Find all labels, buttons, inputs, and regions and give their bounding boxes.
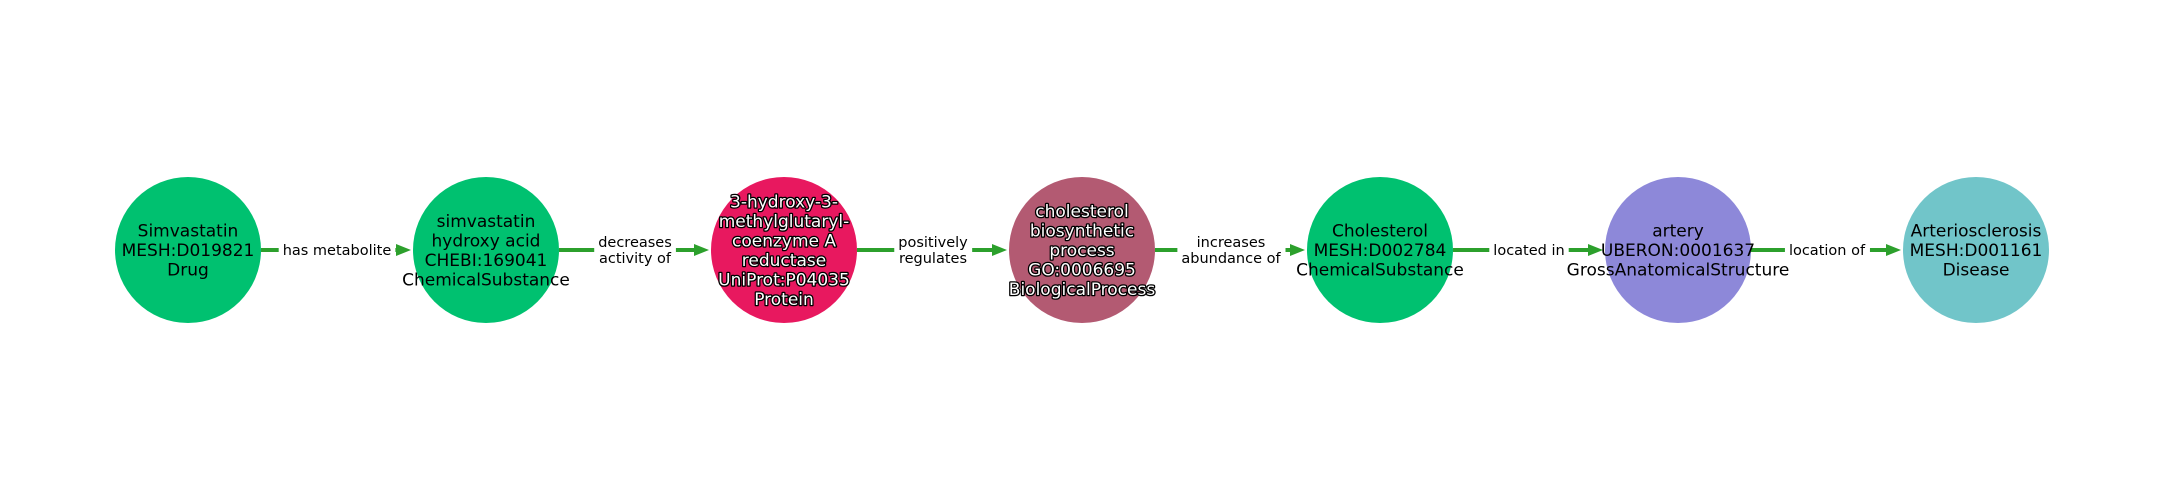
node-label-line: Simvastatin bbox=[138, 222, 239, 242]
arrowhead bbox=[396, 244, 411, 256]
arrowhead bbox=[694, 244, 709, 256]
node-label-line: methylglutaryl- bbox=[719, 212, 850, 232]
node-circle bbox=[711, 177, 857, 323]
edge-label-line: increases bbox=[1197, 235, 1266, 251]
node-label-line: MESH:D002784 bbox=[1314, 241, 1447, 261]
edge-label-5: located in bbox=[1489, 241, 1569, 259]
node-label-line: Disease bbox=[1943, 261, 2010, 281]
edge-label-line: regulates bbox=[899, 251, 967, 267]
edge-label-background bbox=[1784, 241, 1870, 259]
node-label-line: UniProt:P04035 bbox=[718, 270, 850, 290]
edge-label-text: located in bbox=[1493, 243, 1564, 259]
edge-label-line: abundance of bbox=[1181, 251, 1281, 267]
edge-label-background bbox=[1489, 241, 1569, 259]
edge-label-text: location of bbox=[1789, 243, 1866, 259]
node-label-line: MESH:D001161 bbox=[1910, 241, 2043, 261]
node-circle bbox=[1903, 177, 2049, 323]
arrowhead bbox=[1290, 244, 1305, 256]
node-label-line: Drug bbox=[167, 261, 209, 281]
edge-label-line: decreases bbox=[598, 235, 672, 251]
edge-label-1: has metabolite bbox=[278, 241, 396, 259]
node-label-line: 3-hydroxy-3- bbox=[730, 192, 838, 212]
edge-label-line: located in bbox=[1493, 243, 1564, 259]
edge-label-background bbox=[278, 241, 396, 259]
edge-label-line: positively bbox=[898, 235, 968, 251]
node-label-line: process bbox=[1049, 241, 1114, 261]
node-circle bbox=[1307, 177, 1453, 323]
edge-label-text: has metabolite bbox=[283, 243, 392, 259]
node-label-line: BiologicalProcess bbox=[1009, 280, 1156, 300]
node-label-line: reductase bbox=[742, 251, 826, 271]
node-circle bbox=[115, 177, 261, 323]
node-label-line: Protein bbox=[754, 290, 814, 310]
node-label-line: Arteriosclerosis bbox=[1911, 222, 2042, 242]
arrowhead bbox=[1588, 244, 1603, 256]
node-label-line: GO:0006695 bbox=[1028, 261, 1136, 281]
node-label-line: MESH:D019821 bbox=[122, 241, 255, 261]
arrowhead bbox=[992, 244, 1007, 256]
node-label-line: GrossAnatomicalStructure bbox=[1567, 261, 1790, 281]
node-label-line: coenzyme A bbox=[732, 231, 836, 251]
node-circle bbox=[1605, 177, 1751, 323]
node-label-line: CHEBI:169041 bbox=[425, 251, 548, 271]
edge-label-line: location of bbox=[1789, 243, 1866, 259]
edge-label-line: has metabolite bbox=[283, 243, 392, 259]
node-label-line: simvastatin bbox=[437, 212, 536, 232]
node-label-line: biosynthetic bbox=[1030, 222, 1134, 242]
edge-label-6: location of bbox=[1784, 241, 1870, 259]
node-label-line: ChemicalSubstance bbox=[402, 270, 570, 290]
node-label-line: Cholesterol bbox=[1332, 222, 1428, 242]
node-label-line: artery bbox=[1652, 222, 1704, 242]
edge-label-background bbox=[1177, 233, 1286, 267]
node-circle bbox=[413, 177, 559, 323]
node-label-line: cholesterol bbox=[1035, 202, 1128, 222]
node-circle bbox=[1009, 177, 1155, 323]
node-label-line: hydroxy acid bbox=[432, 231, 541, 251]
node-label-line: ChemicalSubstance bbox=[1296, 261, 1464, 281]
edge-label-background bbox=[894, 233, 973, 267]
edge-label-line: activity of bbox=[599, 251, 672, 267]
node-label-line: UBERON:0001637 bbox=[1601, 241, 1755, 261]
edge-label-background bbox=[594, 233, 676, 267]
arrowhead bbox=[1886, 244, 1901, 256]
